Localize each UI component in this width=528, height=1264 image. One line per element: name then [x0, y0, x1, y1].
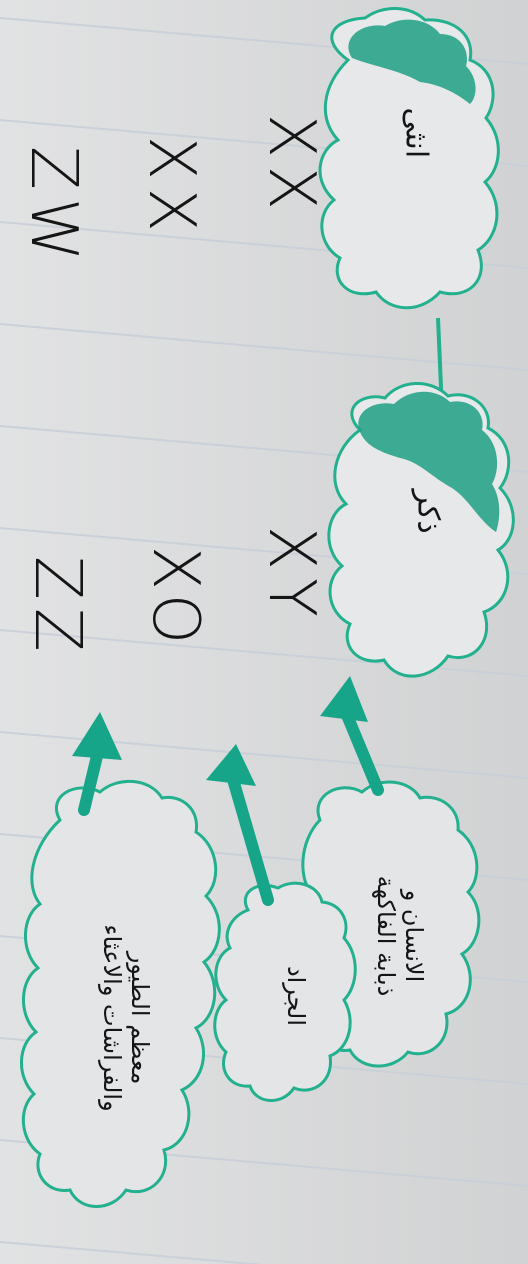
group3-cloud	[20, 779, 221, 1208]
group2-label: الجراد	[282, 965, 310, 1027]
arrow-group1	[320, 676, 384, 796]
female-chromosome-human: XX	[254, 114, 328, 218]
arrow-group3	[72, 712, 122, 816]
female-cloud	[318, 6, 500, 310]
female-label: انثى	[398, 107, 434, 159]
group1-label: الانسان و ذبابة الفاكهة	[372, 836, 428, 1036]
male-label: ذكر	[410, 489, 446, 534]
male-chromosome-human: XY	[254, 526, 328, 625]
male-chromosome-locust: XO	[138, 546, 212, 653]
group1-label-line2: ذبابة الفاكهة	[372, 875, 400, 997]
group2-cloud	[213, 881, 357, 1102]
group3-label-line1: معظم الطيور	[126, 951, 154, 1085]
arrow-group2	[206, 744, 274, 906]
male-cloud	[327, 382, 515, 678]
group1-label-line1: الانسان و	[400, 889, 428, 983]
group3-label: معظم الطيور والفراشات والاعثاء	[98, 888, 154, 1148]
female-chromosome-locust: XX	[134, 136, 208, 240]
group3-label-line2: والفراشات والاعثاء	[98, 924, 126, 1112]
female-chromosome-bird: ZW	[16, 146, 90, 270]
male-chromosome-bird: ZZ	[20, 556, 94, 660]
